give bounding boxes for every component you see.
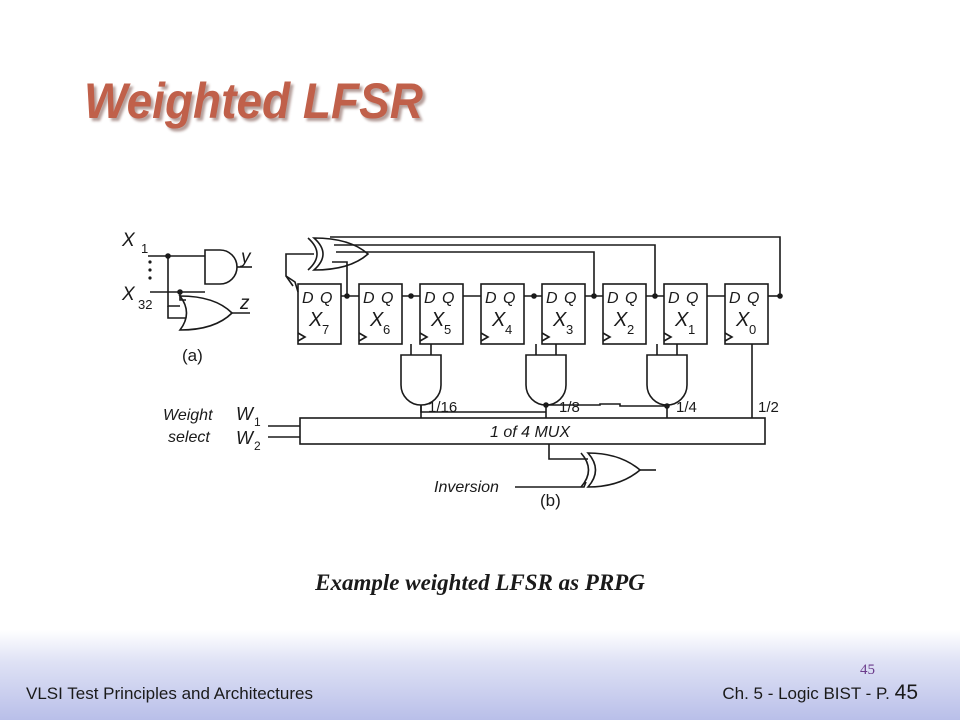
footer-band [0, 630, 960, 720]
svg-text:Q: Q [564, 290, 576, 307]
x1-branch-wire [167, 256, 180, 307]
svg-text:X: X [613, 309, 628, 331]
svg-text:D: D [668, 290, 680, 307]
svg-text:2: 2 [627, 322, 634, 337]
tap-wire-x0 [330, 236, 781, 296]
inversion-xor-extra-arc [580, 452, 590, 488]
junction-dot [408, 293, 414, 299]
svg-text:X: X [735, 309, 750, 331]
svg-text:D: D [424, 290, 436, 307]
w1-label: W [236, 404, 255, 424]
tap-wire-x7 [332, 261, 348, 296]
part-a-gates: X 1 X 32 y z (a) [121, 230, 252, 365]
tap-wire-x3 [336, 251, 595, 296]
svg-text:4: 4 [505, 322, 512, 337]
svg-text:Q: Q [747, 290, 759, 307]
weight-select-line1: Weight [163, 407, 213, 424]
input-x1-subscript: 1 [141, 241, 148, 256]
weight-label-1-2: 1/2 [758, 399, 779, 416]
or-gate-z-icon [178, 295, 234, 331]
svg-text:Q: Q [625, 290, 637, 307]
svg-text:6: 6 [383, 322, 390, 337]
svg-text:3: 3 [566, 322, 573, 337]
svg-text:0: 0 [749, 322, 756, 337]
ellipsis-dot [148, 276, 152, 280]
ellipsis-dot [148, 268, 152, 272]
svg-text:Q: Q [686, 290, 698, 307]
and-gate-1-4-icon [646, 354, 688, 406]
and-gate-1-16-icon [400, 354, 442, 406]
inversion-xor-gate-icon [586, 452, 642, 488]
svg-text:X: X [552, 309, 567, 331]
part-b-label: (b) [540, 491, 561, 510]
w1-subscript: 1 [254, 415, 261, 429]
inversion-input-wire [515, 481, 587, 488]
flipflop-x2: D Q X 2 [602, 283, 647, 345]
flipflop-x1: D Q X 1 [663, 283, 708, 345]
mux-box [299, 417, 766, 445]
footer-chapter-text: Ch. 5 - Logic BIST - P. [722, 684, 890, 703]
or-output-label: z [239, 293, 250, 314]
and-output-label: y [239, 247, 252, 268]
weight-label-1-8: 1/8 [559, 399, 580, 416]
svg-text:X: X [430, 309, 445, 331]
weight-label-1-16: 1/16 [428, 399, 457, 416]
flipflop-row: D Q X 7 D Q X 6 D Q X 5 [297, 283, 769, 345]
feedback-return-wire [285, 253, 314, 293]
svg-text:D: D [302, 290, 314, 307]
flipflop-x7: D Q X 7 [297, 283, 342, 345]
input-x32-label: X [121, 284, 136, 305]
figure-caption: Example weighted LFSR as PRPG [315, 570, 645, 595]
tap-wire-x1 [334, 244, 656, 296]
small-page-number: 45 [860, 662, 875, 678]
cascade-wire [546, 403, 667, 407]
input-x1-label: X [121, 230, 136, 251]
svg-text:5: 5 [444, 322, 451, 337]
svg-text:D: D [485, 290, 497, 307]
mux-label: 1 of 4 MUX [490, 424, 571, 441]
svg-text:X: X [491, 309, 506, 331]
svg-text:Q: Q [503, 290, 515, 307]
footer-page-number: 45 [894, 681, 918, 704]
flipflop-x4: D Q X 4 [480, 283, 525, 345]
svg-text:D: D [729, 290, 741, 307]
svg-text:D: D [363, 290, 375, 307]
and-gate-y-icon [204, 249, 238, 285]
w2-subscript: 2 [254, 439, 261, 453]
flipflop-x0: D Q X 0 [724, 283, 769, 345]
input-x32-subscript: 32 [138, 297, 152, 312]
svg-text:D: D [607, 290, 619, 307]
svg-text:Q: Q [320, 290, 332, 307]
weight-select-line2: select [168, 429, 210, 446]
svg-text:X: X [369, 309, 384, 331]
inversion-label: Inversion [434, 479, 499, 496]
svg-text:7: 7 [322, 322, 329, 337]
ellipsis-dot [148, 260, 152, 264]
part-a-label: (a) [182, 346, 203, 365]
x32-branch-wire [167, 292, 186, 319]
svg-text:1: 1 [688, 322, 695, 337]
part-b-circuit: D Q X 7 D Q X 6 D Q X 5 [163, 236, 783, 510]
w2-label: W [236, 428, 255, 448]
junction-dot [531, 293, 537, 299]
feedback-xor-extra-arc [307, 237, 318, 271]
flipflop-x3: D Q X 3 [541, 283, 586, 345]
svg-text:X: X [308, 309, 323, 331]
flipflop-x5: D Q X 5 [419, 283, 464, 345]
slide-title: Weighted LFSR [84, 73, 424, 129]
svg-text:Q: Q [442, 290, 454, 307]
flipflop-x6: D Q X 6 [358, 283, 403, 345]
svg-text:X: X [674, 309, 689, 331]
weight-label-1-4: 1/4 [676, 399, 697, 416]
svg-text:Q: Q [381, 290, 393, 307]
feedback-xor-gate-icon [311, 237, 370, 271]
mux-output-wire [548, 444, 588, 460]
svg-text:D: D [546, 290, 558, 307]
and-gate-1-8-icon [525, 354, 567, 406]
feedback-return-wire-b [285, 275, 294, 287]
footer-book-title: VLSI Test Principles and Architectures [26, 684, 313, 703]
footer-chapter-page: Ch. 5 - Logic BIST - P. 45 [722, 681, 918, 705]
